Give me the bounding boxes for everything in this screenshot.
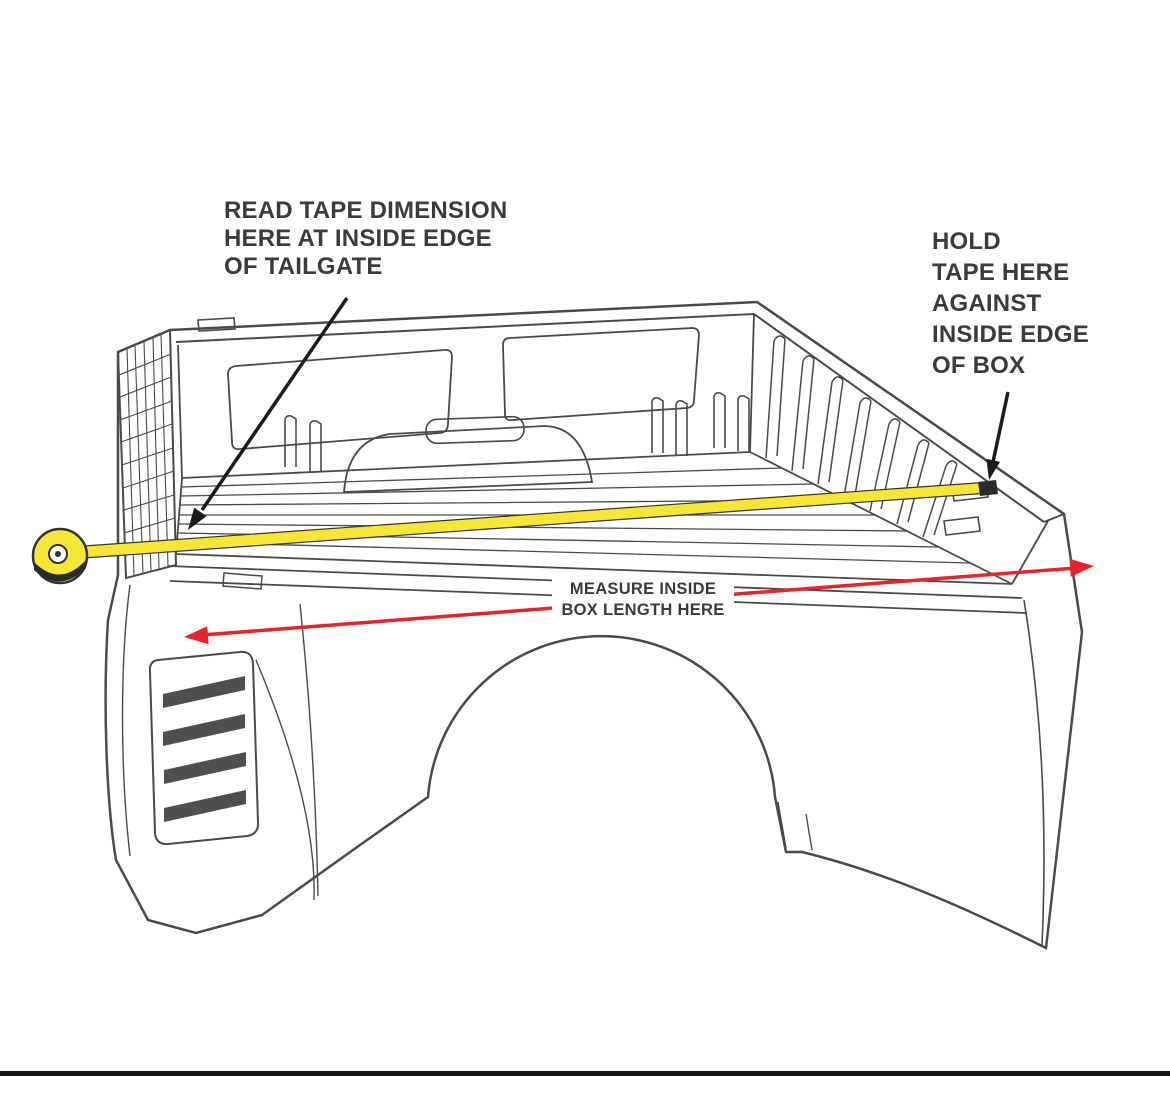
bottom-border-line [0, 1071, 1170, 1076]
truck-body-drawing [104, 300, 1084, 950]
side-wall-slats [765, 335, 958, 538]
annotation-line: AGAINST [932, 290, 1042, 317]
tie-down-hooks [284, 392, 750, 472]
fender-inner-line [121, 584, 131, 857]
box-pointer-head [986, 458, 1000, 480]
annotation-line: OF TAILGATE [224, 253, 383, 280]
annotation-line: HOLD [932, 228, 1001, 255]
tail-light-slats [163, 676, 246, 822]
tape-reel-center [55, 551, 61, 557]
pointer-arrow-to-tailgate [188, 297, 349, 530]
annotation-line: MEASURE INSIDE [569, 580, 717, 598]
annotation-line: READ TAPE DIMENSION [224, 197, 508, 224]
tape-measure-icon [31, 480, 998, 585]
tailgate-pointer-line [200, 297, 349, 511]
bed-floor [175, 451, 1013, 585]
truck-body-outline [104, 300, 1084, 950]
annotation-line: BOX LENGTH HERE [561, 601, 725, 619]
mesh-grid [118, 333, 176, 577]
length-arrow-head-left [184, 626, 209, 645]
annotation-read-tape-dimension: READ TAPE DIMENSION HERE AT INSIDE EDGE … [224, 197, 507, 281]
label-measure-inside-box-length: MEASURE INSIDE BOX LENGTH HERE [552, 576, 734, 624]
tape-reel-base [34, 560, 86, 582]
tape-blade [83, 481, 991, 559]
annotation-line: HERE AT INSIDE EDGE [224, 225, 492, 252]
sill-stake-pocket [222, 572, 263, 590]
arch-inner-lines [777, 801, 813, 851]
tape-end-hook [978, 480, 998, 496]
annotation-line: TAPE HERE [932, 259, 1070, 286]
tail-light [148, 650, 260, 846]
annotation-hold-tape: HOLD TAPE HERE AGAINST INSIDE EDGE OF BO… [932, 226, 1089, 381]
front-seam-line [299, 603, 319, 897]
body-panel-details [121, 584, 1045, 947]
annotation-line: OF BOX [932, 352, 1026, 379]
annotation-line: INSIDE EDGE [932, 321, 1089, 348]
bulkhead-mesh-panel [116, 328, 178, 580]
tailgate-pointer-head [188, 507, 207, 530]
length-arrow-head-right [1069, 558, 1094, 577]
bulkhead-recess-left [227, 348, 453, 451]
bed-interior [167, 313, 1049, 614]
bed-center-hump [343, 425, 594, 493]
hump-handle [425, 415, 525, 445]
pointer-arrow-to-box [986, 391, 1010, 480]
taillight-crease [255, 659, 315, 901]
bulkhead-recess-right [502, 327, 700, 422]
rail-stake-pocket [197, 317, 236, 332]
right-cap-edge [1023, 599, 1045, 947]
box-pointer-line [991, 391, 1010, 463]
